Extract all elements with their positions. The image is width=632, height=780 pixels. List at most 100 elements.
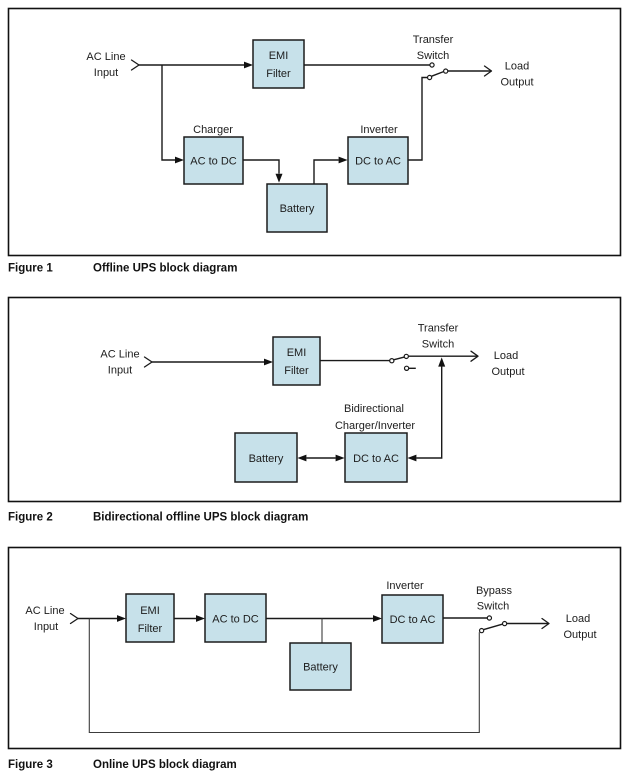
- figure-3-caption-title: Online UPS block diagram: [93, 759, 237, 771]
- fig1-arrowhead-into-acdc: [175, 156, 184, 164]
- figure-1-caption-title: Offline UPS block diagram: [93, 263, 237, 275]
- fig3-switch-contact-bottom-icon: [478, 627, 485, 634]
- fig1-output-chevron-icon: [483, 65, 493, 77]
- fig1-switch-pivot-icon: [443, 68, 449, 74]
- fig2-switch-contact-left-icon: [389, 358, 395, 364]
- fig1-battery-label: Battery: [280, 203, 315, 215]
- fig1-emi-filter-box: [252, 39, 305, 89]
- fig1-arrowhead-into-battery: [275, 173, 283, 183]
- fig3-ac-to-dc-box: [204, 593, 267, 643]
- fig3-load-output-label: Load: [566, 613, 590, 625]
- fig3-inverter-label: Inverter: [386, 580, 424, 592]
- fig2-transfer-switch-label: Switch: [422, 339, 454, 351]
- fig1-load-output-label: Output: [500, 77, 533, 89]
- fig2-transfer-switch-label: Transfer: [418, 323, 459, 335]
- figure-2-diagram: AC Line Input EMI Filter Transfer Switch…: [7, 296, 622, 503]
- fig1-switch-contact-bottom-icon: [426, 74, 433, 81]
- fig3-switch-contact-top-icon: [486, 615, 493, 621]
- fig2-emi-filter-box: [272, 336, 321, 386]
- fig3-arrowhead-into-acdc: [196, 615, 205, 622]
- fig3-switch-blade: [483, 623, 503, 631]
- figure-2-caption-title: Bidirectional offline UPS block diagram: [93, 512, 308, 524]
- fig1-transfer-switch-label: Switch: [417, 50, 449, 62]
- figure-1-diagram: AC Line Input EMI Filter Transfer Switch…: [7, 7, 622, 257]
- fig1-battery-box: [266, 183, 328, 233]
- fig2-switch-blade: [393, 356, 405, 361]
- fig3-output-chevron-icon: [541, 617, 550, 630]
- fig3-arrowhead-into-emi: [117, 615, 126, 622]
- fig1-emi-filter-label: Filter: [266, 68, 291, 80]
- fig3-ac-line-label: Input: [34, 621, 58, 633]
- fig3-arrowhead-into-dcac: [373, 615, 382, 622]
- fig2-switch-pivot-icon: [403, 353, 409, 360]
- fig2-switch-contact-bottom-icon: [403, 365, 410, 371]
- figure-3-frame: [7, 546, 622, 750]
- fig2-ac-line-label: AC Line: [100, 349, 139, 361]
- fig3-emi-filter-box: [125, 593, 175, 643]
- fig1-acdc-to-battery-wire: [243, 159, 280, 174]
- fig3-ac-line-label: AC Line: [25, 605, 64, 617]
- fig2-battery-box: [234, 432, 298, 483]
- fig2-arrowhead-into-dcac: [407, 454, 417, 462]
- fig1-emi-filter-label: EMI: [269, 50, 289, 62]
- fig3-input-chevron-icon: [69, 612, 79, 625]
- figure-2-caption-label: Figure 2: [8, 512, 53, 524]
- figure-1-caption: Figure 1 Offline UPS block diagram: [8, 263, 237, 275]
- fig3-ac-to-dc-label: AC to DC: [212, 614, 259, 626]
- fig3-battery-label: Battery: [303, 662, 338, 674]
- fig2-arrowhead-up-junction: [438, 357, 446, 367]
- figure-1-caption-label: Figure 1: [8, 263, 53, 275]
- fig1-transfer-switch-label: Transfer: [413, 34, 454, 46]
- fig1-ac-to-dc-box: [183, 136, 244, 185]
- fig3-dc-to-ac-box: [381, 594, 444, 644]
- fig1-input-chevron-icon: [130, 59, 140, 71]
- figure-1-frame: [7, 7, 622, 257]
- figure-3-caption: Figure 3 Online UPS block diagram: [8, 759, 237, 771]
- fig2-load-output-label: Output: [491, 366, 524, 378]
- fig1-switch-contact-top-icon: [429, 62, 435, 68]
- figure-2-frame: [7, 296, 622, 503]
- fig2-emi-filter-label: Filter: [284, 365, 309, 377]
- fig1-charger-label: Charger: [193, 124, 233, 136]
- fig1-arrowhead-into-dcac: [338, 156, 348, 164]
- fig2-battery-label: Battery: [249, 453, 284, 465]
- fig2-bidirectional-label: Bidirectional: [344, 403, 404, 415]
- figure-3-diagram: AC Line Input EMI Filter AC to DC Batter…: [7, 546, 622, 750]
- fig1-ac-to-dc-label: AC to DC: [190, 156, 237, 168]
- fig2-ac-line-label: Input: [108, 365, 132, 377]
- fig3-battery-box: [289, 642, 352, 691]
- fig2-input-chevron-icon: [143, 356, 153, 368]
- fig2-bidirectional-label: Charger/Inverter: [335, 420, 415, 432]
- fig3-emi-filter-label: EMI: [140, 605, 160, 617]
- fig2-output-chevron-icon: [470, 350, 479, 362]
- fig1-load-output-label: Load: [505, 61, 529, 73]
- fig1-ac-line-label: Input: [94, 67, 118, 79]
- fig1-arrowhead-into-emi: [244, 61, 253, 69]
- fig1-dc-to-ac-label: DC to AC: [355, 156, 401, 168]
- fig3-bypass-loop-wire: [88, 618, 480, 734]
- fig1-inverter-label: Inverter: [360, 124, 398, 136]
- fig3-load-output-label: Output: [563, 629, 596, 641]
- fig1-dc-to-ac-box: [347, 136, 409, 185]
- fig3-bypass-switch-label: Bypass: [476, 585, 513, 597]
- fig2-load-output-label: Load: [494, 350, 518, 362]
- fig3-emi-filter-label: Filter: [138, 623, 163, 635]
- fig2-arrowhead-into-dcac-left: [335, 454, 345, 462]
- fig2-dc-to-ac-label: DC to AC: [353, 453, 399, 465]
- fig3-switch-pivot-icon: [501, 620, 508, 627]
- fig1-switch-blade: [431, 70, 445, 77]
- figure-3-caption-label: Figure 3: [8, 759, 53, 771]
- fig1-branch-wire: [161, 65, 175, 161]
- fig1-ac-line-label: AC Line: [86, 51, 125, 63]
- fig2-arrowhead-into-battery: [297, 454, 307, 462]
- fig3-dc-to-ac-label: DC to AC: [390, 614, 436, 626]
- fig2-dc-to-ac-box: [344, 432, 408, 483]
- fig3-bypass-switch-label: Switch: [477, 601, 509, 613]
- fig1-inverter-riser-wire: [408, 76, 428, 161]
- fig1-battery-to-dcac-wire: [313, 159, 339, 184]
- fig2-arrowhead-into-emi: [264, 358, 273, 366]
- figure-2-caption: Figure 2 Bidirectional offline UPS block…: [8, 512, 308, 524]
- fig2-inverter-riser-wire: [416, 366, 443, 459]
- fig2-emi-filter-label: EMI: [287, 347, 307, 359]
